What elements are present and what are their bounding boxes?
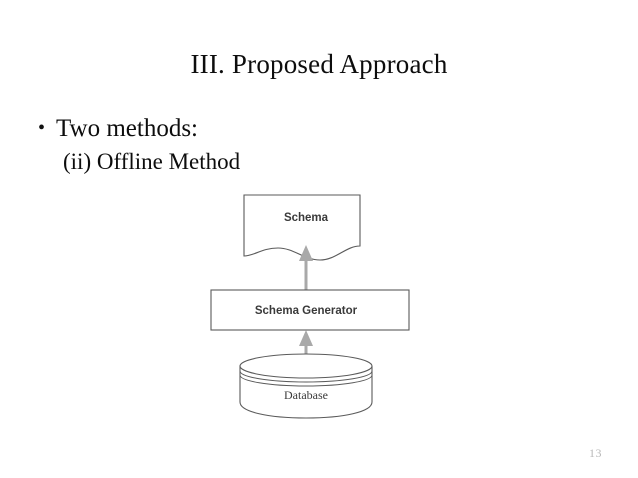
schema-node-label: Schema [284, 212, 329, 224]
page-number: 13 [589, 446, 602, 460]
database-node-label: Database [284, 388, 328, 402]
schema-generator-node-label: Schema Generator [255, 305, 358, 317]
bullet-sub-item-label: (ii) Offline Method [63, 149, 241, 174]
arrow-generator-to-schema [299, 245, 313, 290]
offline-method-diagram: Schema Schema Generator Database [196, 186, 416, 421]
schema-generator-node [210, 289, 410, 331]
bullet-dot-icon: • [38, 117, 46, 139]
bullet-item: • Two methods: [36, 113, 456, 144]
bullet-item-label: Two methods: [56, 115, 199, 142]
database-node [239, 353, 373, 419]
page-title: III. Proposed Approach [190, 49, 448, 79]
schema-node [243, 194, 361, 261]
slide-body: • Two methods: (ii) Offline Method [36, 113, 456, 176]
